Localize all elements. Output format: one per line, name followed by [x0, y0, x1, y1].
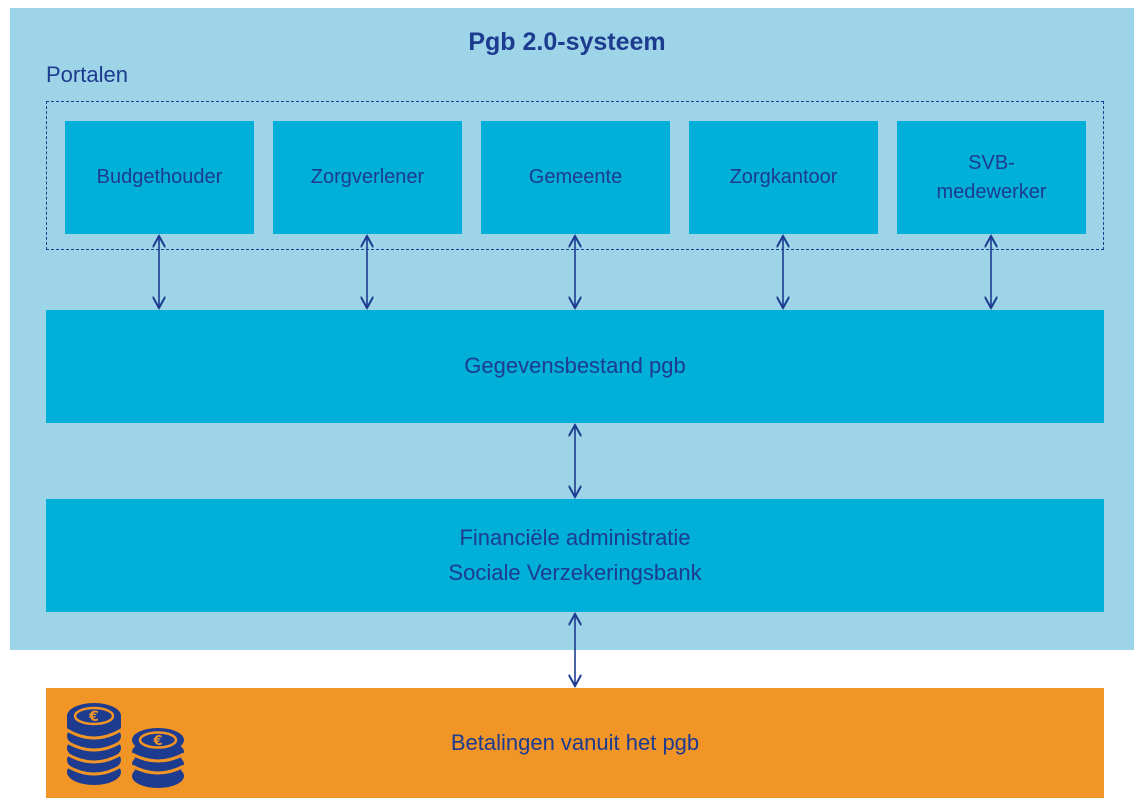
portals-label: Portalen [46, 62, 128, 87]
portal-zorgverlener: Zorgverlener [273, 121, 462, 234]
portal-label: SVB- medewerker [936, 151, 1047, 203]
database-box: Gegevensbestand pgb [46, 310, 1104, 423]
svg-text:€: € [88, 709, 99, 725]
portal-svb-medewerker: SVB- medewerker [897, 121, 1086, 234]
euro-coins-icon: € € [66, 703, 185, 788]
portal-label: Zorgkantoor [729, 166, 838, 188]
portal-gemeente: Gemeente [481, 121, 670, 234]
portal-zorgkantoor: Zorgkantoor [689, 121, 878, 234]
portal-label: Zorgverlener [310, 166, 425, 188]
svg-text:€: € [152, 734, 162, 749]
portal-label: Budgethouder [96, 166, 223, 188]
database-label: Gegevensbestand pgb [464, 353, 686, 379]
payments-label: Betalingen vanuit het pgb [450, 730, 700, 755]
financial-administration-box: Financiële administratie Sociale Verzeke… [46, 499, 1104, 612]
system-title: Pgb 2.0-systeem [468, 28, 666, 56]
portal-budgethouder: Budgethouder [65, 121, 254, 234]
financial-administration-label: Financiële administratie Sociale Verzeke… [448, 525, 702, 585]
payments-box: Betalingen vanuit het pgb [46, 688, 1104, 798]
portal-label: Gemeente [528, 166, 623, 188]
